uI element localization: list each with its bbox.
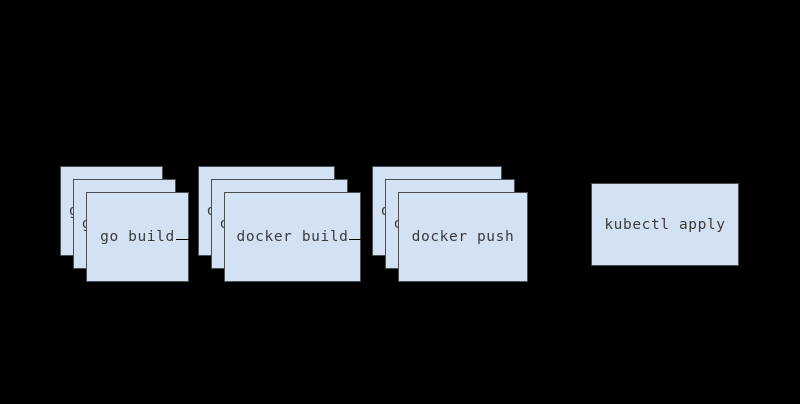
- stage-card-docker-build-replica-1[interactable]: docker build: [224, 192, 361, 282]
- stage-card-label: kubectl apply: [604, 216, 726, 233]
- stage-card-docker-push-replica-1[interactable]: docker push: [398, 192, 528, 282]
- stage-card-label: docker push: [411, 229, 515, 245]
- stage-card-label: docker build: [236, 229, 349, 245]
- stage-card-go-build-replica-1[interactable]: go build: [86, 192, 189, 282]
- stage-card-kubectl-apply[interactable]: kubectl apply: [591, 183, 739, 266]
- stage-card-label: go build: [100, 229, 175, 245]
